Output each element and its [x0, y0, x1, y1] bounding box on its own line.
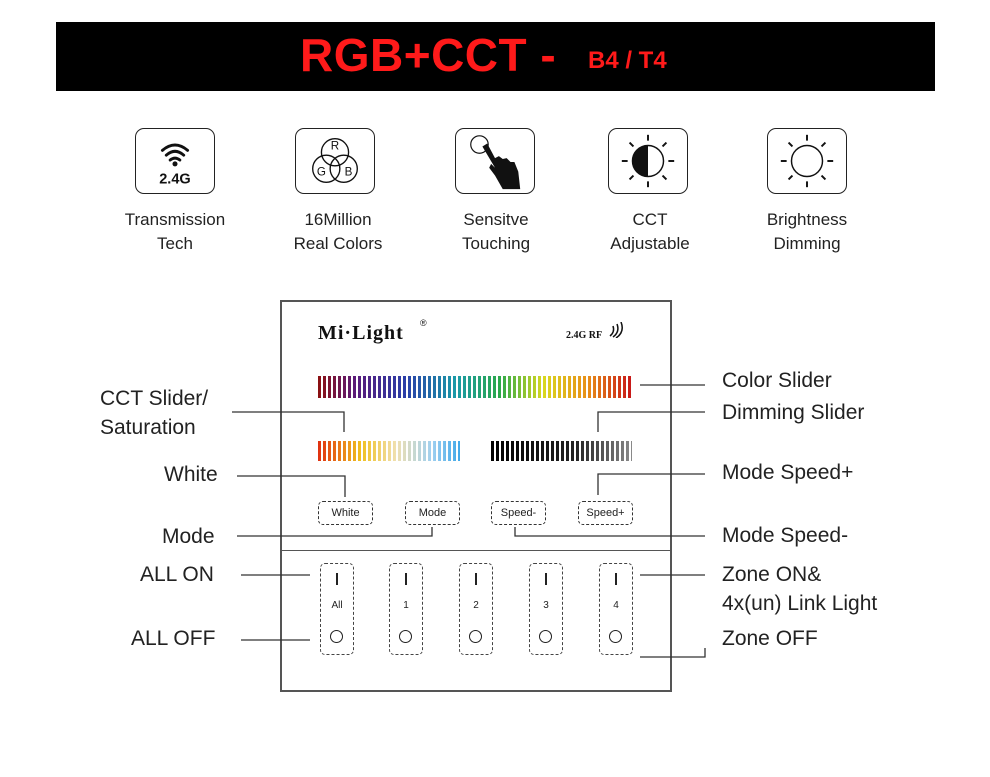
rf-label: 2.4G RF — [566, 330, 603, 341]
on-bar-icon — [545, 573, 547, 585]
zone-label: 4 — [613, 600, 619, 611]
header-banner — [56, 22, 935, 91]
svg-text:G: G — [317, 166, 326, 179]
line-speed-plus — [597, 473, 705, 495]
on-bar-icon — [405, 573, 407, 585]
zone-key-all[interactable]: All — [320, 563, 354, 655]
callout-zone-off: Zone OFF — [722, 627, 818, 650]
brand-registered-mark: ® — [420, 318, 427, 328]
off-circle-icon — [469, 630, 482, 643]
color-slider[interactable] — [318, 376, 631, 398]
callout-dimming-slider: Dimming Slider — [722, 401, 865, 424]
off-circle-icon — [399, 630, 412, 643]
callout-zone-on-line1: Zone ON& — [722, 563, 822, 586]
zone-key-1[interactable]: 1 — [389, 563, 423, 655]
speed-minus-button[interactable]: Speed- — [491, 501, 546, 525]
speed-plus-button[interactable]: Speed+ — [578, 501, 633, 525]
callout-all-on: ALL ON — [140, 563, 214, 586]
callout-cct-line2: Saturation — [100, 416, 196, 439]
zone-key-4[interactable]: 4 — [599, 563, 633, 655]
cct-half-sun-icon — [608, 128, 688, 194]
callout-color-slider: Color Slider — [722, 369, 832, 392]
cct-saturation-slider[interactable] — [318, 441, 460, 461]
line-mode — [237, 527, 433, 537]
line-zone-off — [640, 648, 706, 658]
callout-all-off: ALL OFF — [131, 627, 216, 650]
svg-text:B: B — [345, 166, 353, 179]
zone-label: 2 — [473, 600, 479, 611]
brand-logo: Mi·Light — [318, 322, 404, 344]
wifi-2.4g-icon: 2.4G — [135, 128, 215, 194]
rf-signal-icon — [609, 322, 623, 338]
zone-label: 3 — [543, 600, 549, 611]
callout-mode-speed-minus: Mode Speed- — [722, 524, 849, 547]
callout-mode: Mode — [162, 525, 215, 548]
off-circle-icon — [609, 630, 622, 643]
page-subtitle: B4 / T4 — [588, 47, 667, 74]
line-cct — [232, 411, 345, 432]
off-circle-icon — [539, 630, 552, 643]
dimming-slider[interactable] — [491, 441, 632, 461]
rgb-circles-icon: R G B — [295, 128, 375, 194]
mode-button[interactable]: Mode — [405, 501, 460, 525]
callout-cct-line1: CCT Slider/ — [100, 387, 209, 410]
zone-key-2[interactable]: 2 — [459, 563, 493, 655]
touch-hand-icon — [455, 128, 535, 194]
callout-zone-on-line2: 4x(un) Link Light — [722, 592, 878, 615]
line-white — [237, 475, 346, 497]
on-bar-icon — [615, 573, 617, 585]
wifi-icon-text: 2.4G — [159, 171, 191, 187]
callout-white: White — [164, 463, 218, 486]
on-bar-icon — [475, 573, 477, 585]
panel-divider — [282, 550, 670, 551]
line-speed-minus — [514, 527, 705, 537]
off-circle-icon — [330, 630, 343, 643]
zone-label: 1 — [403, 600, 409, 611]
callout-mode-speed-plus: Mode Speed+ — [722, 461, 854, 484]
zone-label: All — [331, 600, 343, 611]
svg-text:R: R — [331, 139, 339, 152]
white-button[interactable]: White — [318, 501, 373, 525]
line-dimming — [597, 411, 705, 432]
page-title: RGB+CCT - — [300, 29, 557, 81]
zone-key-3[interactable]: 3 — [529, 563, 563, 655]
brightness-sun-icon — [767, 128, 847, 194]
on-bar-icon — [336, 573, 338, 585]
